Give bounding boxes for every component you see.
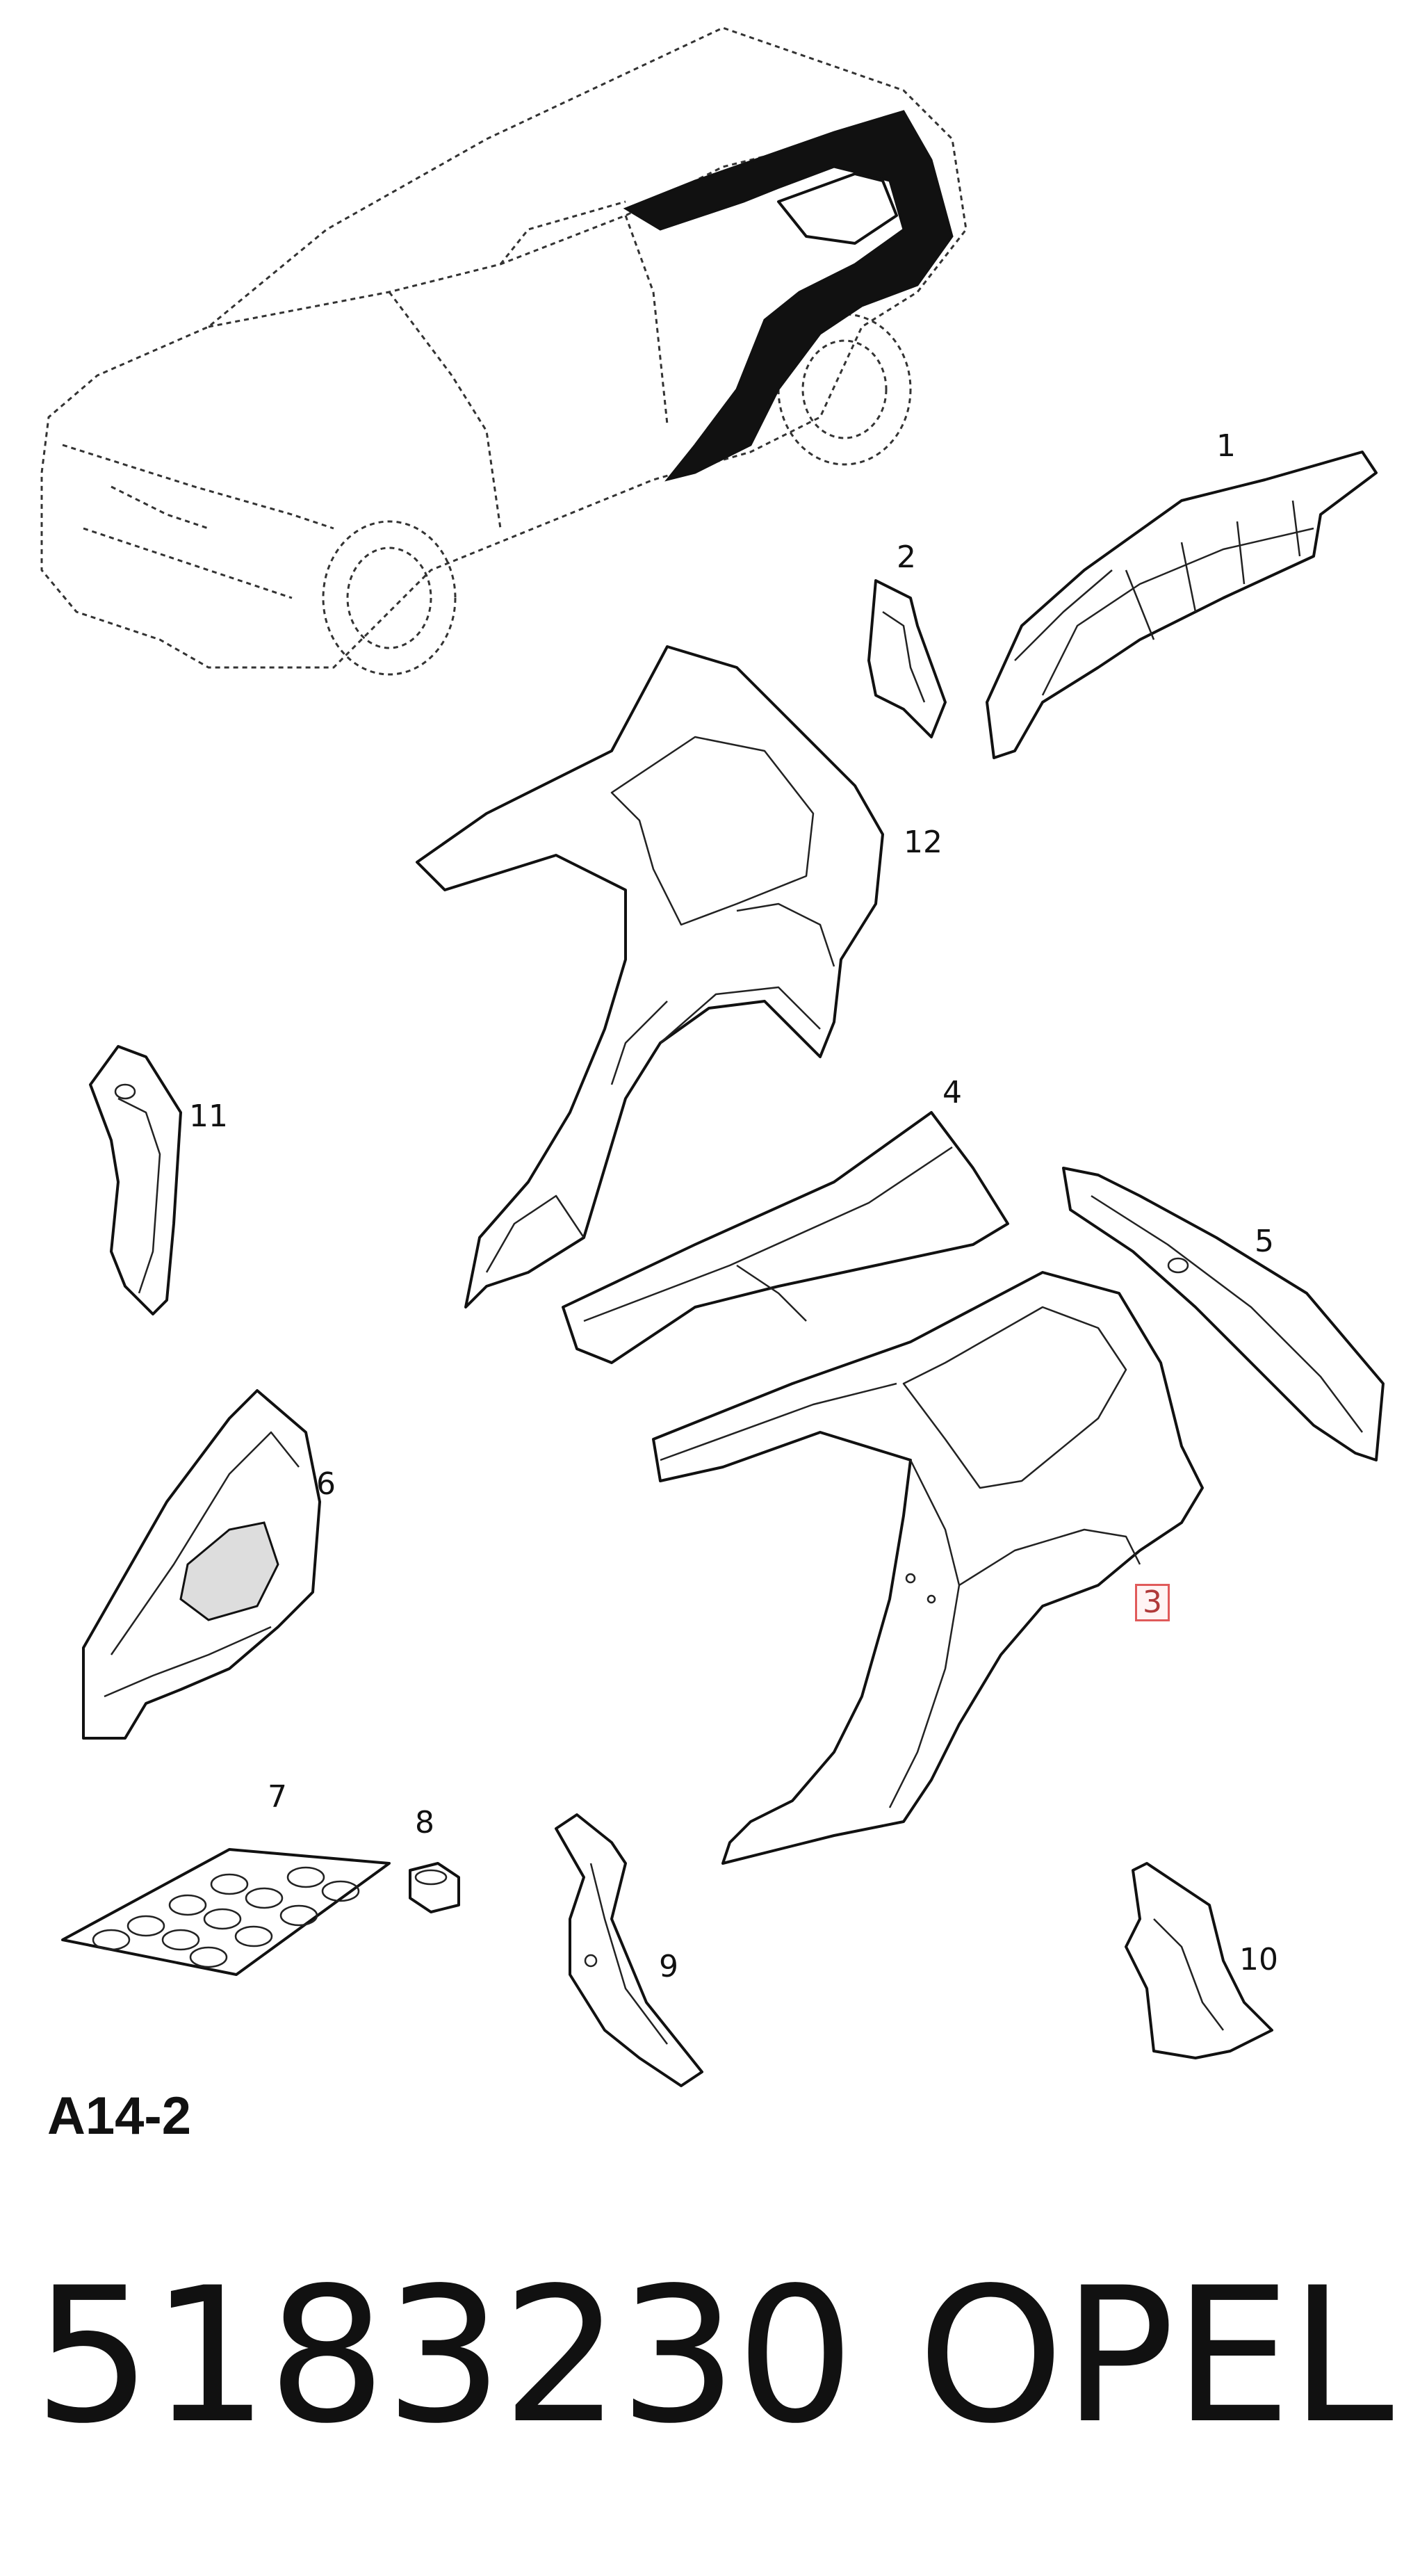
callout-6: 6 [316, 1466, 336, 1502]
diagram-code-label: A14-2 [47, 2087, 191, 2146]
part-6-inner-quarter-panel [82, 1389, 321, 1740]
callout-2: 2 [897, 540, 916, 575]
part-7-adhesive-pad-sheet [61, 1848, 391, 1976]
part-5-rear-rail [1062, 1167, 1385, 1461]
part-3-quarter-panel[interactable] [652, 1271, 1204, 1865]
brand-name: OPEL [917, 2248, 1394, 2465]
callout-4: 4 [942, 1075, 962, 1110]
part-12-inner-side-structure [416, 645, 884, 1309]
callout-5: 5 [1255, 1224, 1274, 1259]
part-8-clip [409, 1862, 460, 1913]
part-10-lower-bracket [1125, 1862, 1273, 2059]
part-number: 5183230 [33, 2248, 855, 2465]
part-2-bracket [867, 579, 947, 738]
callout-8: 8 [415, 1805, 434, 1840]
callout-1: 1 [1216, 428, 1236, 464]
part-4-roof-side-rail [562, 1111, 1009, 1364]
callout-12: 12 [904, 825, 942, 860]
callout-9: 9 [659, 1949, 678, 1984]
callout-3-highlighted[interactable]: 3 [1135, 1584, 1170, 1621]
part-1-wheelhouse-panel [986, 451, 1378, 759]
part-9-pillar-bracket [555, 1813, 703, 2087]
car-overview-illustration [40, 26, 968, 676]
part-11-pillar-reinforcement [89, 1045, 182, 1315]
callout-10: 10 [1239, 1942, 1278, 1977]
callout-11: 11 [189, 1099, 228, 1134]
callout-7: 7 [268, 1779, 287, 1815]
